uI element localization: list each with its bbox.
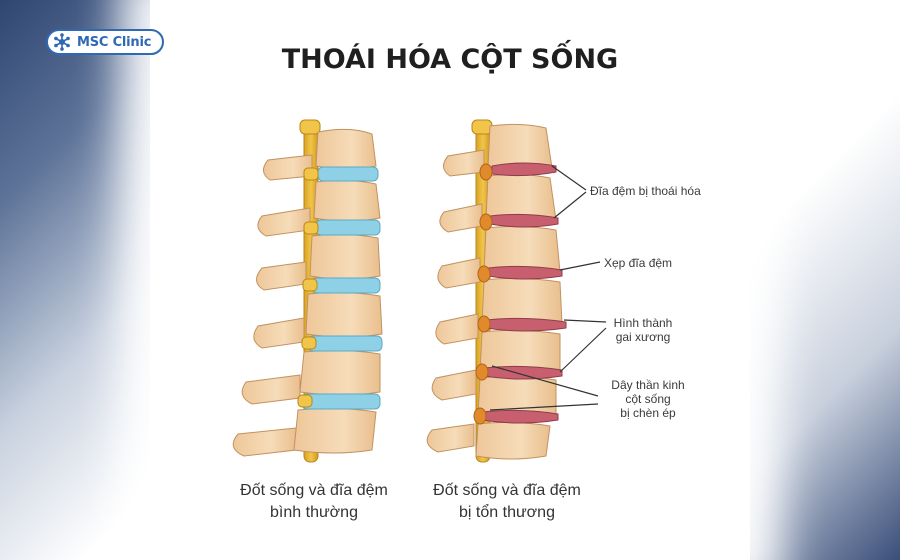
snowflake-logo-icon [54, 33, 70, 51]
label-nerve-compression: Dây thần kinh cột sống bị chèn ép [611, 378, 685, 420]
label-bone-spur: Hình thành gai xương [613, 316, 673, 344]
normal-spine [232, 119, 383, 463]
spinal-cord-top [471, 119, 493, 135]
caption-damaged: Đốt sống và đĩa đệm bị tổn thương [433, 482, 581, 521]
leader-lines [489, 165, 607, 411]
caption-normal: Đốt sống và đĩa đệm bình thường [240, 482, 388, 521]
label-degenerated-disc: Đĩa đệm bị thoái hóa [590, 184, 701, 198]
brand-name: MSC Clinic [77, 34, 152, 50]
brand-logo[interactable]: MSC Clinic [46, 29, 164, 55]
healthy-discs [301, 166, 383, 410]
damaged-discs [481, 162, 567, 424]
spinal-cord-top [299, 119, 321, 135]
label-disc-collapse: Xẹp đĩa đệm [604, 256, 673, 270]
page-title: THOÁI HÓA CỘT SỐNG [281, 44, 619, 75]
damaged-spine [426, 119, 567, 463]
